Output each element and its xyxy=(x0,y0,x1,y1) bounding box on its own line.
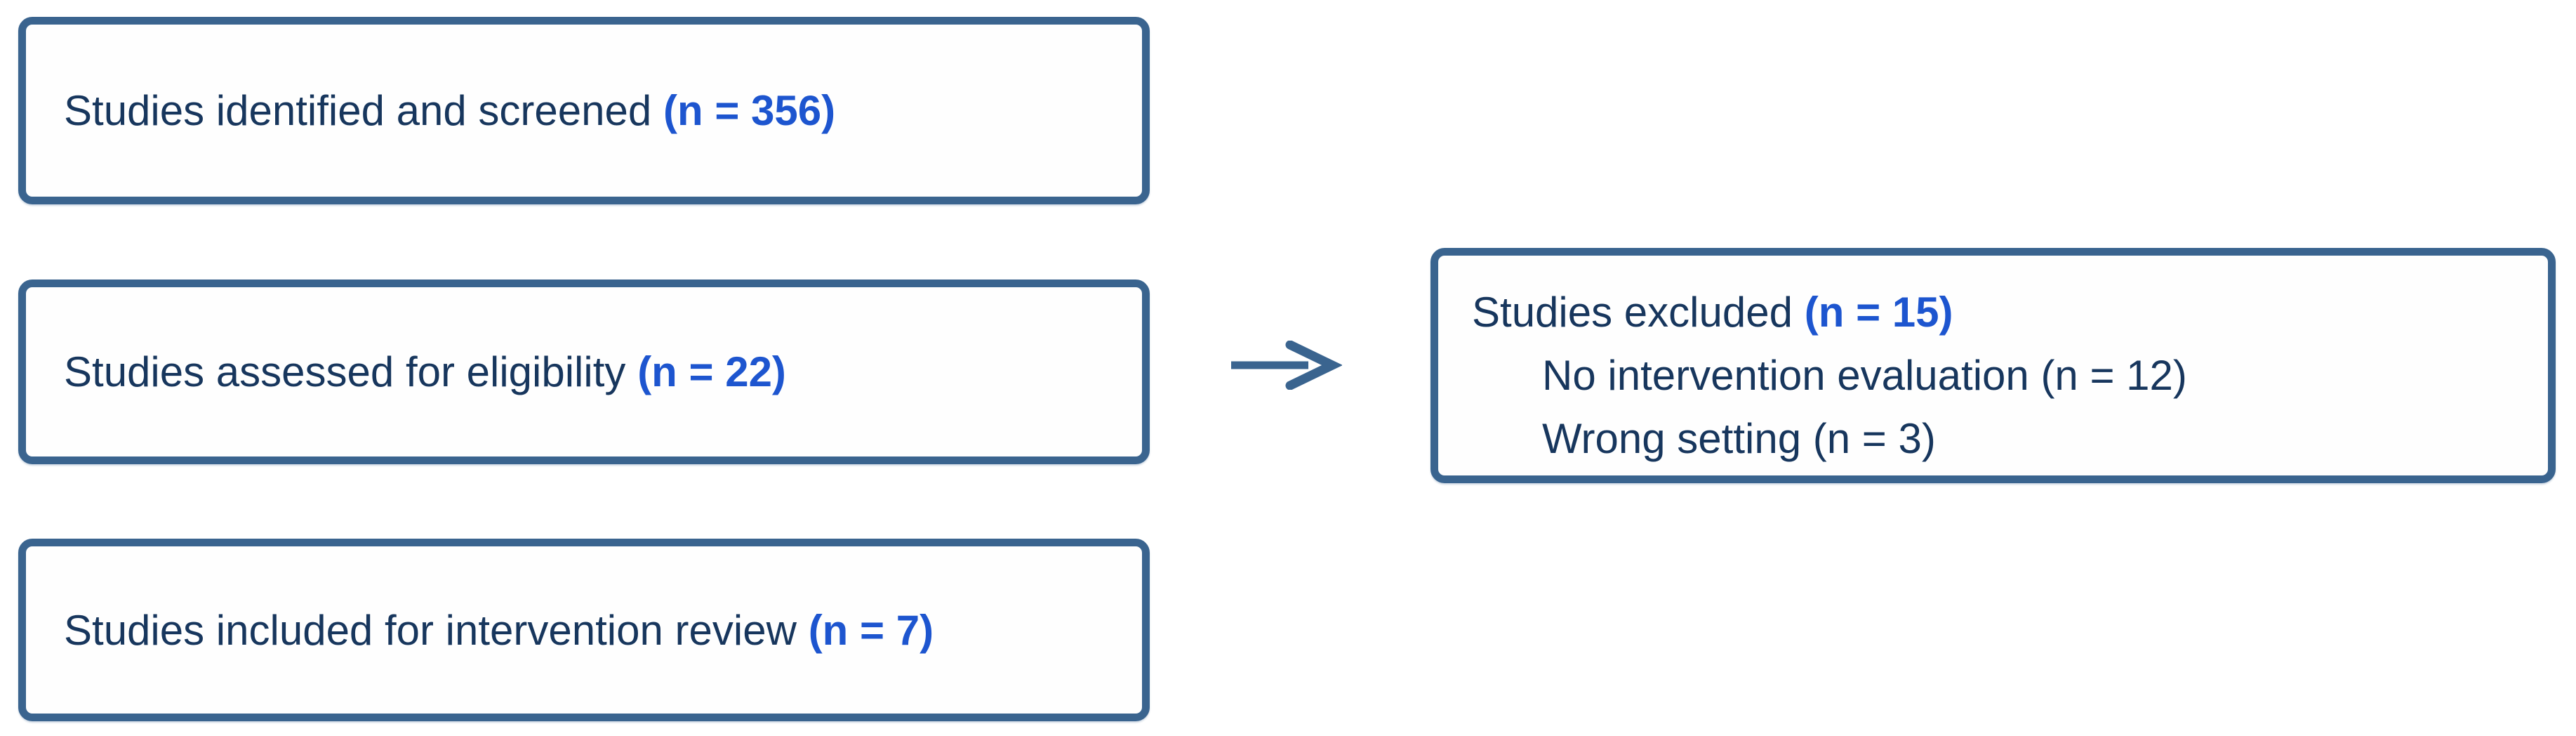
box-studies-included-label: Studies included for intervention review xyxy=(64,606,797,654)
box-studies-excluded: Studies excluded(n = 15) No intervention… xyxy=(1430,248,2556,483)
box-studies-assessed: Studies assessed for eligibility(n = 22) xyxy=(18,280,1150,464)
box-studies-assessed-count: (n = 22) xyxy=(637,348,786,395)
box-studies-excluded-label: Studies excluded xyxy=(1472,289,1793,336)
box-studies-identified-count: (n = 356) xyxy=(663,87,836,134)
box-studies-assessed-label: Studies assessed for eligibility xyxy=(64,348,626,395)
exclusion-reason-wrong-setting: Wrong setting (n = 3) xyxy=(1542,415,1936,462)
box-studies-excluded-header: Studies excluded(n = 15) xyxy=(1472,281,2527,344)
box-studies-included-count: (n = 7) xyxy=(808,606,934,654)
box-studies-identified-label: Studies identified and screened xyxy=(64,87,652,134)
box-studies-identified: Studies identified and screened(n = 356) xyxy=(18,17,1150,204)
right-arrow-icon xyxy=(1231,341,1342,390)
exclusion-reason-no-intervention-evaluation: No intervention evaluation (n = 12) xyxy=(1542,352,2187,399)
box-studies-included: Studies included for intervention review… xyxy=(18,539,1150,721)
box-studies-excluded-count: (n = 15) xyxy=(1804,289,1953,336)
